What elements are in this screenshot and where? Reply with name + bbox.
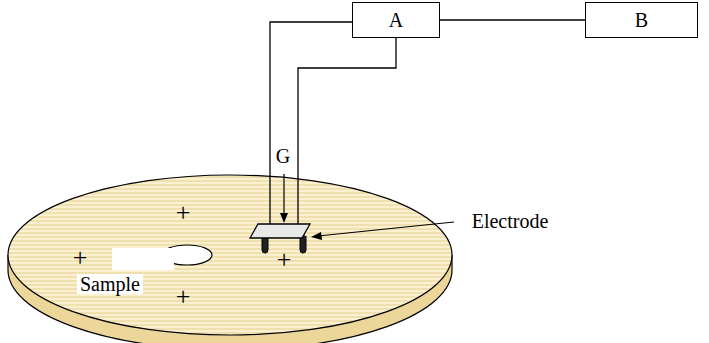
arrow-head xyxy=(311,232,322,240)
disk-top xyxy=(8,175,452,335)
instrument-box: A xyxy=(352,2,440,38)
box-label: B xyxy=(635,9,648,32)
box-label: A xyxy=(389,9,403,32)
part-label: G xyxy=(276,146,290,166)
part-label: Sample xyxy=(77,274,143,294)
charge-sign: + xyxy=(73,245,88,271)
lead-wire xyxy=(298,38,396,226)
part-label: Electrode xyxy=(472,211,549,231)
charge-sign: + xyxy=(176,284,191,310)
electrode-plate xyxy=(250,224,310,238)
label-patch xyxy=(112,248,174,270)
leader-line xyxy=(283,174,284,218)
lead-wire xyxy=(270,22,352,226)
arrow-head xyxy=(280,213,288,223)
leader-line xyxy=(318,222,454,236)
instrument-box: B xyxy=(585,2,698,38)
charge-sign: + xyxy=(277,247,292,273)
charge-sign: + xyxy=(176,200,191,226)
signal-cable xyxy=(440,20,585,21)
